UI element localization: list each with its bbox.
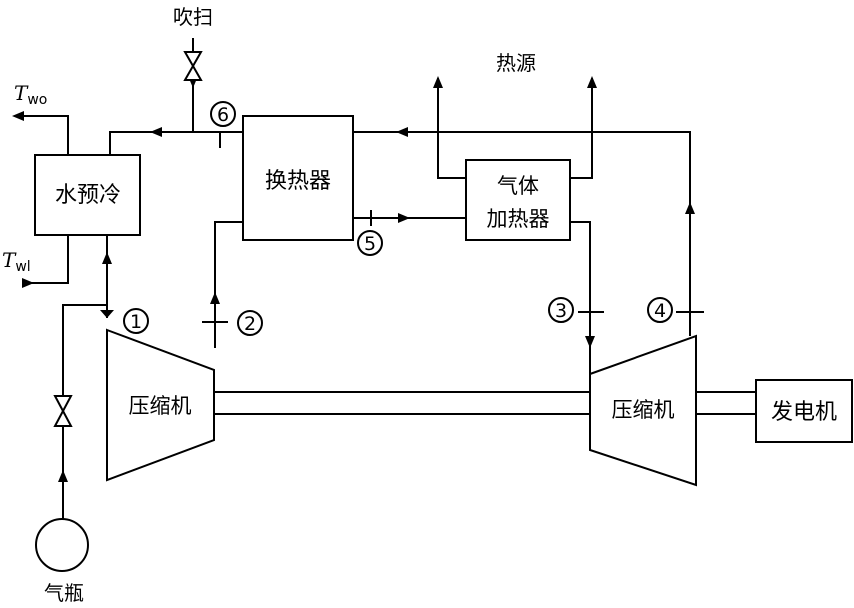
svg-text:2: 2 xyxy=(244,313,256,335)
arrow-icon xyxy=(100,310,114,318)
flow-arrows xyxy=(12,76,695,482)
pipe-network xyxy=(22,38,756,520)
arrow-icon xyxy=(210,292,220,304)
compressor-right: 压缩机 xyxy=(589,334,697,487)
svg-text:发电机: 发电机 xyxy=(771,400,837,425)
measurement-ticks xyxy=(202,132,704,323)
purge-valve xyxy=(183,51,203,81)
arrow-icon xyxy=(585,336,595,348)
arrow-icon xyxy=(396,127,408,137)
gas-cylinder-label: 气瓶 xyxy=(44,581,84,605)
arrow-icon xyxy=(685,202,695,214)
water-in-label: Twl xyxy=(2,248,31,275)
valve-icon xyxy=(53,395,73,427)
cylinder-valve xyxy=(53,395,73,427)
arrow-icon xyxy=(102,252,112,264)
generator: 发电机 xyxy=(755,379,853,443)
arrow-icon xyxy=(12,111,24,121)
valve-icon xyxy=(183,51,203,81)
svg-text:1: 1 xyxy=(130,311,142,333)
svg-text:3: 3 xyxy=(555,300,567,322)
svg-text:压缩机: 压缩机 xyxy=(612,398,675,422)
arrow-icon xyxy=(398,213,410,223)
state-point-4: 4 xyxy=(647,297,673,323)
state-point-6: 6 xyxy=(210,101,236,127)
arrow-icon xyxy=(22,278,34,288)
state-point-2: 2 xyxy=(237,310,263,336)
svg-text:换热器: 换热器 xyxy=(265,169,331,194)
svg-text:水预冷: 水预冷 xyxy=(55,183,121,208)
arrow-icon xyxy=(58,470,68,482)
svg-text:6: 6 xyxy=(217,104,229,126)
svg-text:4: 4 xyxy=(654,300,666,322)
svg-text:压缩机: 压缩机 xyxy=(129,394,192,418)
gas-heater: 气体 加热器 xyxy=(465,159,571,241)
gas-cylinder xyxy=(35,518,89,572)
arrow-icon xyxy=(587,76,597,88)
svg-text:5: 5 xyxy=(364,233,376,255)
arrow-icon xyxy=(433,76,443,88)
svg-text:气体: 气体 xyxy=(497,174,539,198)
heat-exchanger: 换热器 xyxy=(242,115,354,241)
state-point-5: 5 xyxy=(357,230,383,256)
arrow-icon xyxy=(150,127,162,137)
heat-source-label: 热源 xyxy=(496,51,536,75)
compressor-left: 压缩机 xyxy=(106,328,215,482)
water-precooler: 水预冷 xyxy=(34,154,141,236)
state-point-1: 1 xyxy=(123,308,149,334)
purge-label: 吹扫 xyxy=(173,5,213,29)
svg-text:加热器: 加热器 xyxy=(487,207,550,231)
state-point-3: 3 xyxy=(548,297,574,323)
water-out-label: Two xyxy=(14,81,47,108)
